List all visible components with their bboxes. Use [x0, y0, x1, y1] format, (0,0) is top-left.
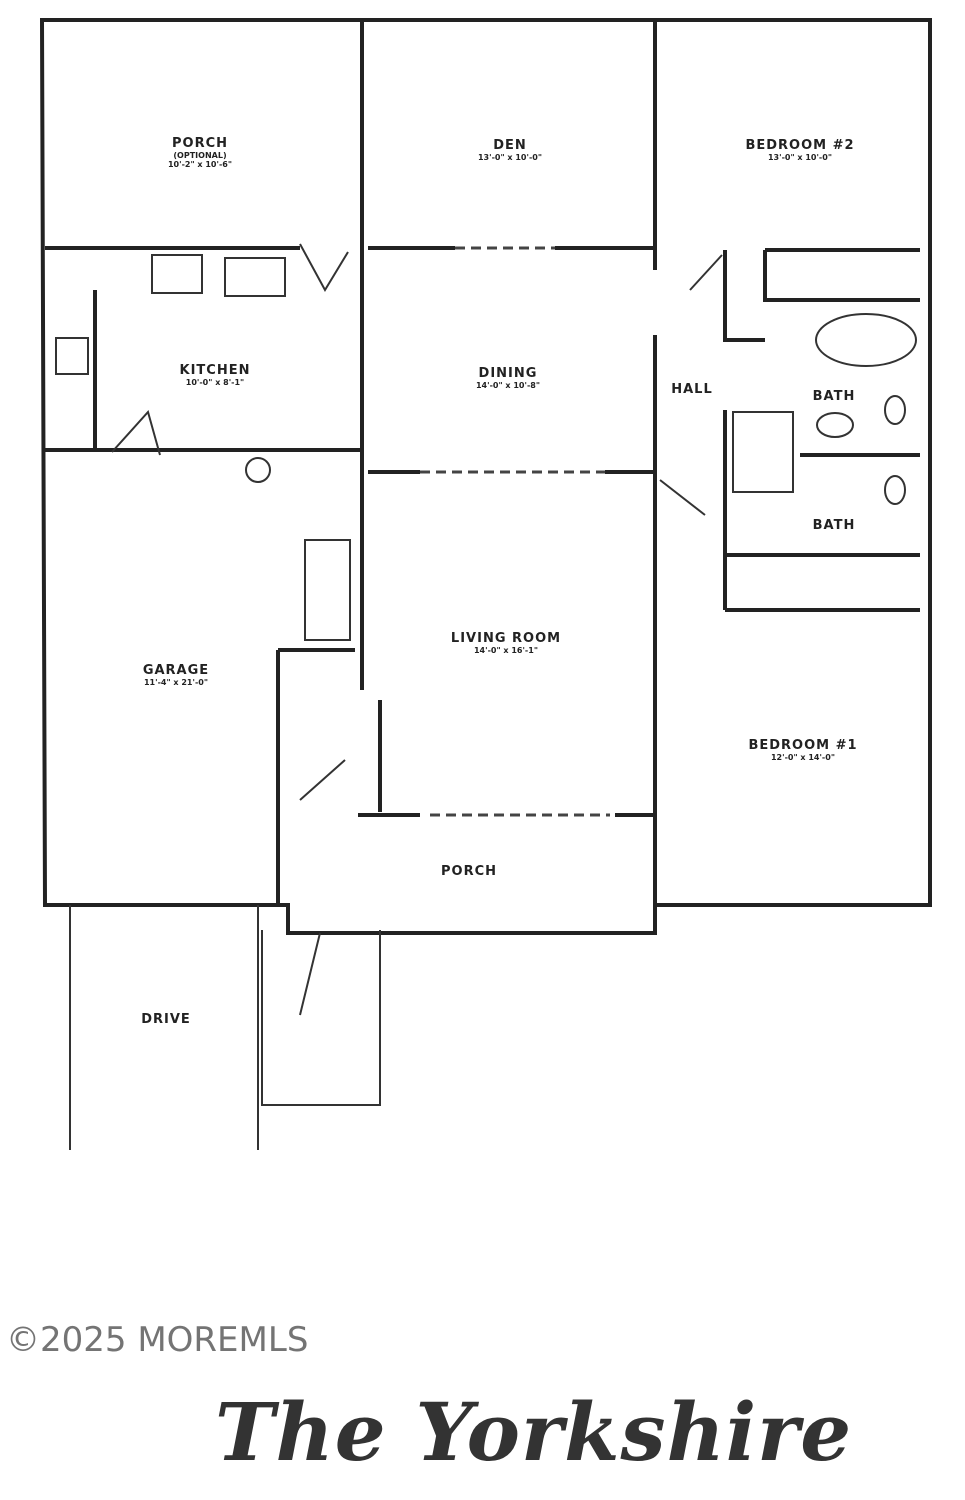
- fixtures: [55, 243, 917, 1150]
- plan-title: The Yorkshire: [215, 1385, 853, 1479]
- area-drive: DRIVE: [141, 1012, 191, 1027]
- room-porch-optional: PORCH(OPTIONAL)10'-2" x 10'-6": [167, 136, 233, 169]
- interior-walls: [45, 22, 920, 905]
- room-hall: HALL: [671, 382, 713, 397]
- exterior-walls: [39, 18, 932, 935]
- room-bath-upper: BATH: [812, 389, 856, 404]
- room-bath-lower: BATH: [812, 518, 856, 533]
- room-porch: PORCH: [440, 864, 498, 879]
- watermark: ©2025 MOREMLS: [6, 1320, 309, 1360]
